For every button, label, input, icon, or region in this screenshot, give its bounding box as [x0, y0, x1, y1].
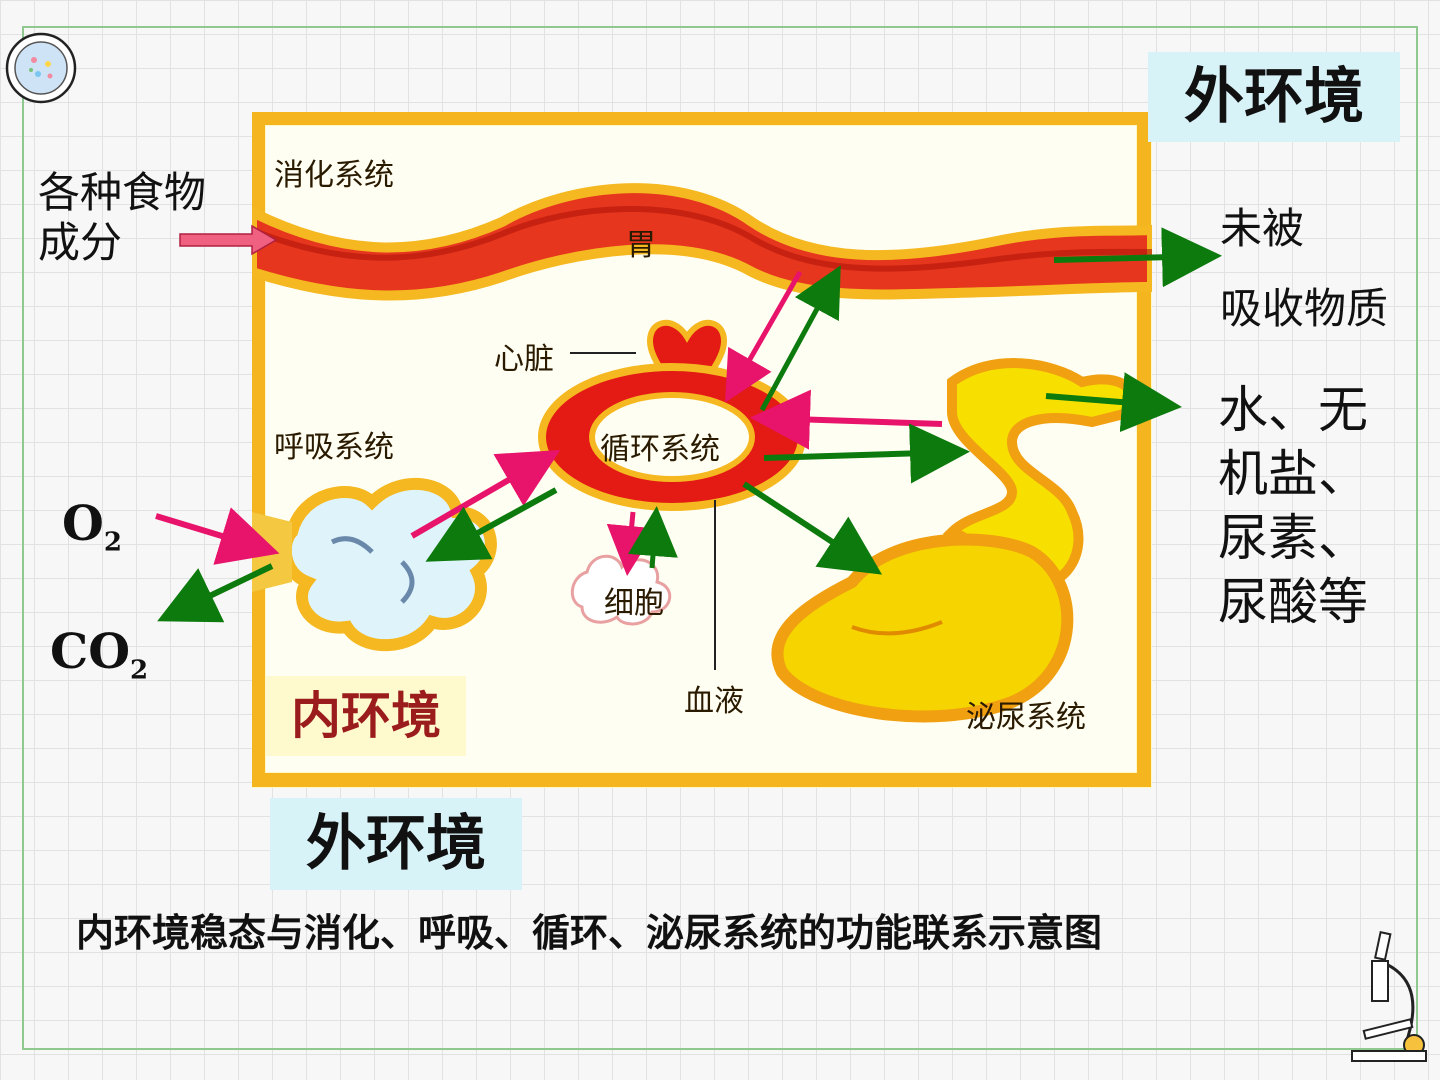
- co2-sub: 2: [130, 655, 149, 686]
- excretion-line-4: 尿酸等: [1218, 573, 1368, 631]
- circulatory-system-label: 循环系统: [600, 432, 720, 467]
- respiratory-system-label: 呼吸系统: [274, 430, 394, 465]
- co2-label: CO2: [50, 624, 148, 686]
- blood-to-gut-arrow: [759, 265, 841, 412]
- o2-intake-arrow: [155, 507, 280, 565]
- blood-label: 血液: [684, 684, 744, 719]
- urinary-system-label: 泌尿系统: [966, 700, 1086, 735]
- blood-to-cell-arrow: [606, 511, 657, 576]
- excretion-line-2: 机盐、: [1218, 445, 1368, 503]
- outer-env-bottom-label: 外环境: [270, 798, 522, 890]
- lung-to-blood-arrow: [410, 449, 561, 539]
- co2-output-arrow: [157, 563, 274, 623]
- body-systems-diagram: [252, 112, 1152, 788]
- o2-main: O: [62, 496, 104, 552]
- kidney-to-blood-arrow: [750, 389, 943, 450]
- blood-to-bladder-arrow: [742, 481, 883, 575]
- food-intake-arrow: [179, 224, 278, 256]
- food-line-2: 成分: [38, 218, 123, 268]
- co2-main: CO: [50, 624, 131, 680]
- blood-pointer-line: [714, 500, 716, 670]
- stomach-label: 胃: [626, 228, 656, 263]
- unabsorbed-line-2: 吸收物质: [1220, 284, 1389, 333]
- microscope-icon: [1351, 931, 1427, 1062]
- o2-sub: 2: [103, 527, 122, 558]
- gut-to-blood-arrow: [725, 270, 803, 403]
- unabsorbed-line-1: 未被: [1220, 204, 1305, 253]
- figure-caption: 内环境稳态与消化、呼吸、循环、泌尿系统的功能联系示意图: [76, 911, 1103, 955]
- cell-label: 细胞: [604, 586, 664, 621]
- excretion-line-1: 水、无: [1218, 381, 1368, 439]
- outer-env-top-label: 外环境: [1148, 52, 1400, 142]
- inner-env-label: 内环境: [266, 676, 466, 756]
- food-components-label: 各种食物 成分: [38, 168, 206, 269]
- excretion-output-arrow: [1045, 372, 1182, 433]
- o2-label: O2: [62, 496, 122, 558]
- slide-frame: [22, 26, 1418, 1050]
- cell-to-blood-arrow: [628, 506, 678, 569]
- food-line-1: 各种食物: [38, 168, 207, 217]
- cell-dish-icon: [5, 32, 77, 104]
- unabsorbed-output-arrow: [1053, 227, 1222, 288]
- excretion-products-label: 水、无 机盐、 尿素、 尿酸等: [1218, 378, 1368, 634]
- heart-pointer-line: [570, 352, 636, 354]
- excretion-line-3: 尿素、: [1218, 509, 1368, 567]
- heart-label: 心脏: [494, 342, 554, 377]
- blood-to-kidney-arrow: [763, 423, 970, 484]
- digestive-system-label: 消化系统: [274, 158, 394, 193]
- blood-to-lung-arrow: [425, 487, 558, 562]
